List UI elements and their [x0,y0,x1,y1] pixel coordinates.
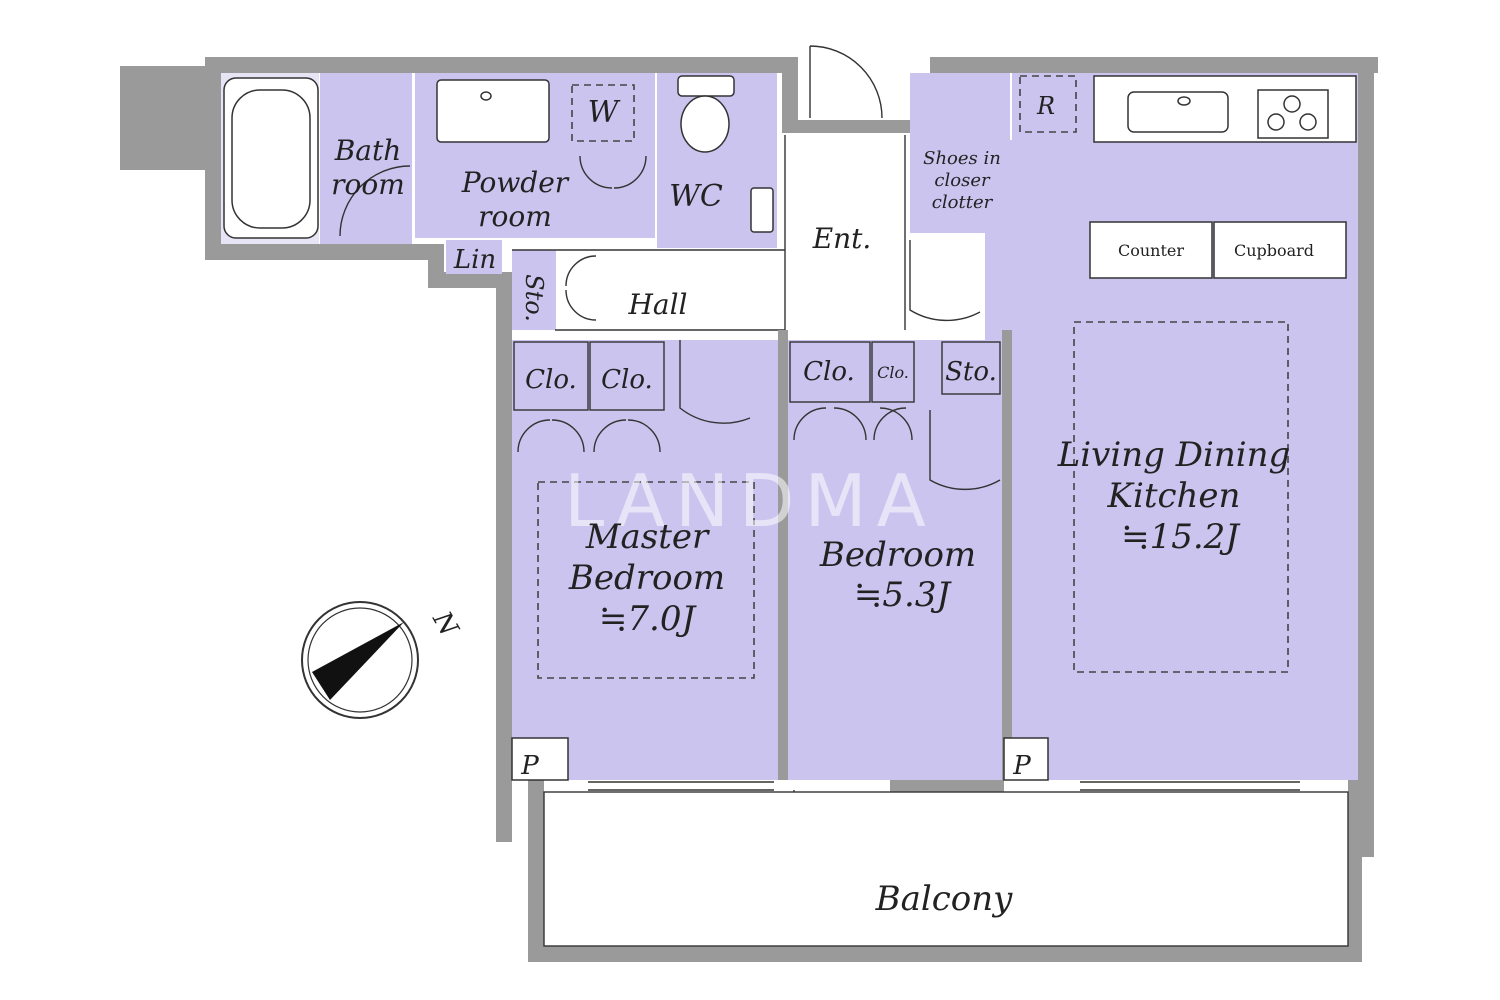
closet-1 [513,341,589,411]
bathroom-floor [320,73,412,244]
compass: N [301,601,464,719]
bath-door-swing [339,165,411,237]
closet-4 [871,341,915,403]
closet-2-label: Clo. [601,365,653,395]
powder-sink [436,79,550,143]
hall-door-swing [565,255,597,321]
watermark: LANDMA [564,459,936,543]
linen-label: Lin [453,245,496,275]
master-bedroom-size: ≒7.0J [599,599,698,639]
hall-storage-label: Sto. [520,274,548,322]
entrance-area [785,135,905,330]
powder-label-2: room [478,200,552,233]
hall-label: Hall [627,288,687,321]
exterior-shaft [120,66,210,170]
bathroom-label-2: room [331,168,405,201]
washer-label: W [588,95,621,130]
storage-2-label: Sto. [945,357,997,387]
living-dining-kitchen [1012,73,1358,780]
closet-2 [589,341,665,411]
closet-1-label: Clo. [525,365,577,395]
shoes-label-2: closer [934,170,991,191]
closet-door-swings [517,407,913,453]
entrance-label: Ent. [812,222,872,255]
fridge-label: R [1036,92,1055,120]
fridge-space [1019,75,1077,133]
master-door-swing [679,340,751,424]
pipe-shaft-1-label: P [520,751,539,781]
balcony-label: Balcony [875,879,1014,919]
closet-4-label: Clo. [877,363,909,382]
powder-label-1: Powder [461,166,570,199]
closet-3 [789,341,871,403]
closet-3-label: Clo. [803,357,855,387]
bedroom-door-swing [929,410,1001,490]
master-bedroom [512,340,778,780]
cupboard-label: Cupboard [1234,241,1314,260]
bedroom-2 [788,340,1002,780]
powder-door-swing [579,155,647,189]
kitchen-sink [1127,91,1229,133]
window-frames [588,781,1300,791]
entrance-door-swing [809,45,883,119]
ldk-door-swing [909,240,981,322]
pipe-shaft-2-label: P [1012,751,1031,781]
toilet-bowl [680,95,730,153]
ldk-label-2: Kitchen [1107,476,1241,516]
ldk-label-1: Living Dining [1057,435,1291,475]
shoes-label-3: clotter [932,192,994,213]
master-bedroom-label-1: Master [585,517,710,557]
washer-box [571,84,635,142]
toilet-tank [677,75,735,97]
balcony-area [543,791,1349,947]
ldk-furniture-area [1073,321,1289,673]
master-bed-area [537,481,755,679]
cupboard-box [1213,221,1347,279]
ldk-size: ≒15.2J [1121,517,1241,557]
pipe-shaft-2 [1003,737,1049,781]
wc-label: WC [669,179,723,214]
north-arrow-icon [312,622,404,700]
bedroom-2-label: Bedroom [819,535,976,575]
master-bedroom-label-2: Bedroom [568,558,725,598]
bathroom-label-1: Bath [334,134,402,167]
counter-box [1089,221,1213,279]
counter-label: Counter [1118,241,1184,260]
bedroom-2-size: ≒5.3J [854,575,953,615]
hall-storage [512,250,556,330]
shoes-label-1: Shoes in [923,148,1001,169]
north-label: N [426,606,464,643]
pipe-shaft-1 [511,737,569,781]
storage-2 [941,341,1001,395]
linen-closet [446,240,502,274]
